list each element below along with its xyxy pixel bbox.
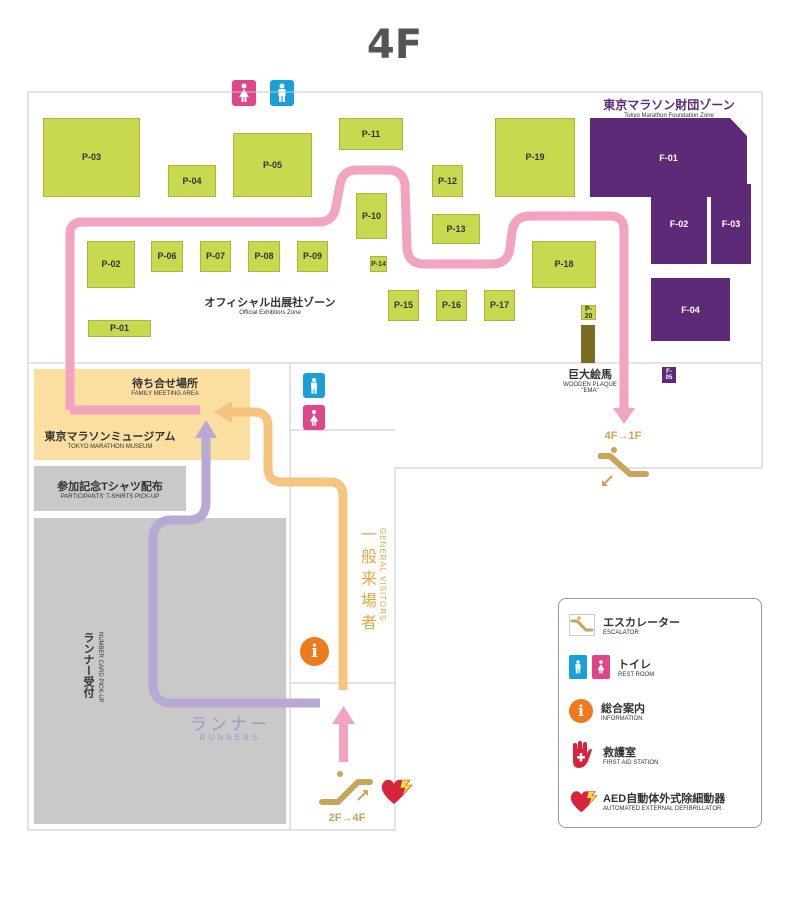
foundation-zone-jp: 東京マラソン財団ゾーン bbox=[603, 98, 735, 112]
booth-f02[interactable]: F-02 bbox=[651, 184, 707, 264]
booth-p04[interactable]: P-04 bbox=[168, 165, 216, 197]
restroom-male-icon bbox=[303, 373, 325, 398]
aed-icon[interactable] bbox=[380, 776, 414, 806]
plaque-en-2: "EMA" bbox=[581, 388, 599, 394]
booth-p11[interactable]: P-11 bbox=[339, 118, 403, 150]
information-icon[interactable]: i bbox=[300, 637, 329, 666]
number-card-area bbox=[34, 518, 286, 824]
legend-item-escalator: エスカレーター ESCALATOR bbox=[569, 607, 755, 643]
booth-p19[interactable]: P-19 bbox=[495, 118, 575, 197]
booth-p16[interactable]: P-16 bbox=[436, 290, 467, 321]
legend-item-information: i 総合案内 INFORMATION bbox=[569, 693, 755, 729]
plaque-jp: 巨大絵馬 bbox=[568, 369, 612, 381]
exhibitors-zone-jp: オフィシャル出展社ゾーン bbox=[204, 297, 336, 309]
floor-title: 4F bbox=[366, 22, 423, 68]
exhibitors-zone-label: オフィシャル出展社ゾーン Official Exhibitors Zone bbox=[170, 294, 370, 316]
booth-p08[interactable]: P-08 bbox=[248, 241, 280, 272]
escalator-icon[interactable] bbox=[598, 446, 650, 486]
number-card-label: ランナー受付 NUMBER CARD PICK-UP bbox=[80, 632, 120, 712]
runners-en: RUNNERS bbox=[199, 733, 261, 742]
first-aid-icon bbox=[573, 741, 592, 768]
booth-p06[interactable]: P-06 bbox=[151, 241, 183, 272]
restroom-female-icon bbox=[592, 655, 610, 679]
tshirt-label: 参加記念Tシャツ配布 PARTICIPANTS' T-SHIRTS PICK-U… bbox=[34, 478, 186, 500]
booth-p10[interactable]: P-10 bbox=[356, 193, 387, 239]
foundation-zone-en: Tokyo Marathon Foundation Zone bbox=[624, 113, 714, 119]
legend-information-jp: 総合案内 bbox=[601, 703, 645, 715]
legend-aed-jp: AED自動体外式除細動器 bbox=[603, 793, 726, 805]
exhibitors-zone-en: Official Exhibitors Zone bbox=[239, 310, 301, 316]
booth-p01[interactable]: P-01 bbox=[88, 320, 151, 337]
legend-aed-en: AUTOMATED EXTERNAL DEFIBRILLATOR bbox=[603, 806, 722, 812]
booth-p15[interactable]: P-15 bbox=[388, 290, 419, 321]
legend-information-en: INFORMATION bbox=[601, 716, 643, 722]
booth-p14[interactable]: P-14 bbox=[370, 256, 387, 272]
plaque-en-1: WOODEN PLAQUE bbox=[563, 382, 617, 388]
escalator-up-label: 2F→4F bbox=[328, 812, 366, 824]
booth-p05[interactable]: P-05 bbox=[233, 133, 312, 197]
booth-p03[interactable]: P-03 bbox=[43, 118, 140, 197]
legend: エスカレーター ESCALATOR トイレ REST ROOM i 総合案内 I… bbox=[558, 598, 762, 828]
legend-item-aed: AED自動体外式除細動器 AUTOMATED EXTERNAL DEFIBRIL… bbox=[569, 783, 755, 819]
museum-label: 東京マラソンミュージアム TOKYO MARATHON MUSEUM bbox=[30, 428, 190, 450]
information-icon: i bbox=[569, 699, 593, 723]
restroom-female-icon bbox=[232, 80, 256, 106]
plaque-label: 巨大絵馬 WOODEN PLAQUE "EMA" bbox=[540, 366, 640, 394]
booth-f01[interactable]: F-01 bbox=[659, 152, 678, 163]
number-card-jp: ランナー受付 bbox=[82, 632, 94, 698]
booth-p17[interactable]: P-17 bbox=[484, 290, 515, 321]
booth-f05[interactable]: F-05 bbox=[662, 367, 676, 383]
general-visitors-en: GENERAL VISITORS bbox=[378, 528, 387, 622]
booth-p07[interactable]: P-07 bbox=[200, 241, 231, 272]
legend-escalator-en: ESCALATOR bbox=[603, 630, 639, 636]
escalator-icon bbox=[569, 614, 595, 636]
escalator-icon[interactable] bbox=[318, 768, 374, 810]
tshirt-pickup-area bbox=[34, 466, 186, 511]
booth-p20[interactable]: P-20 bbox=[581, 305, 596, 320]
restroom-female-icon bbox=[303, 405, 325, 430]
meeting-area-jp: 待ち合せ場所 bbox=[132, 378, 198, 390]
meeting-area-label: 待ち合せ場所 FAMILY MEETING AREA bbox=[80, 375, 250, 397]
legend-restroom-en: REST ROOM bbox=[618, 672, 655, 678]
booth-f04[interactable]: F-04 bbox=[651, 278, 730, 341]
booth-f05-label: F-05 bbox=[665, 369, 673, 381]
runners-jp: ランナー bbox=[190, 715, 270, 734]
booth-f01-shape bbox=[590, 118, 747, 197]
foundation-zone-label: 東京マラソン財団ゾーン Tokyo Marathon Foundation Zo… bbox=[590, 96, 748, 119]
booth-p12[interactable]: P-12 bbox=[432, 165, 463, 197]
escalator-down-label: 4F→1F bbox=[604, 430, 642, 442]
legend-first-aid-jp: 救護室 bbox=[603, 747, 636, 759]
booth-f03[interactable]: F-03 bbox=[711, 184, 751, 264]
booth-p13[interactable]: P-13 bbox=[432, 214, 480, 244]
general-visitors-jp: 一般来場者 bbox=[358, 526, 375, 636]
meeting-area-en: FAMILY MEETING AREA bbox=[131, 391, 199, 397]
legend-first-aid-en: FIRST AID STATION bbox=[603, 760, 659, 766]
booth-p09[interactable]: P-09 bbox=[297, 241, 328, 272]
museum-jp: 東京マラソンミュージアム bbox=[44, 431, 176, 443]
restroom-male-icon bbox=[569, 655, 587, 679]
legend-escalator-jp: エスカレーター bbox=[603, 617, 680, 629]
legend-item-first-aid: 救護室 FIRST AID STATION bbox=[569, 737, 755, 773]
legend-restroom-jp: トイレ bbox=[618, 659, 651, 671]
booth-p18[interactable]: P-18 bbox=[532, 241, 596, 288]
booth-p02[interactable]: P-02 bbox=[87, 241, 135, 288]
tshirt-en: PARTICIPANTS' T-SHIRTS PICK-UP bbox=[60, 494, 160, 500]
museum-en: TOKYO MARATHON MUSEUM bbox=[67, 444, 153, 450]
tshirt-jp: 参加記念Tシャツ配布 bbox=[57, 481, 163, 493]
legend-item-restroom: トイレ REST ROOM bbox=[569, 649, 755, 685]
number-card-en: NUMBER CARD PICK-UP bbox=[97, 632, 103, 703]
aed-icon bbox=[570, 791, 598, 813]
wooden-plaque bbox=[581, 325, 595, 363]
restroom-male-icon bbox=[270, 80, 294, 106]
